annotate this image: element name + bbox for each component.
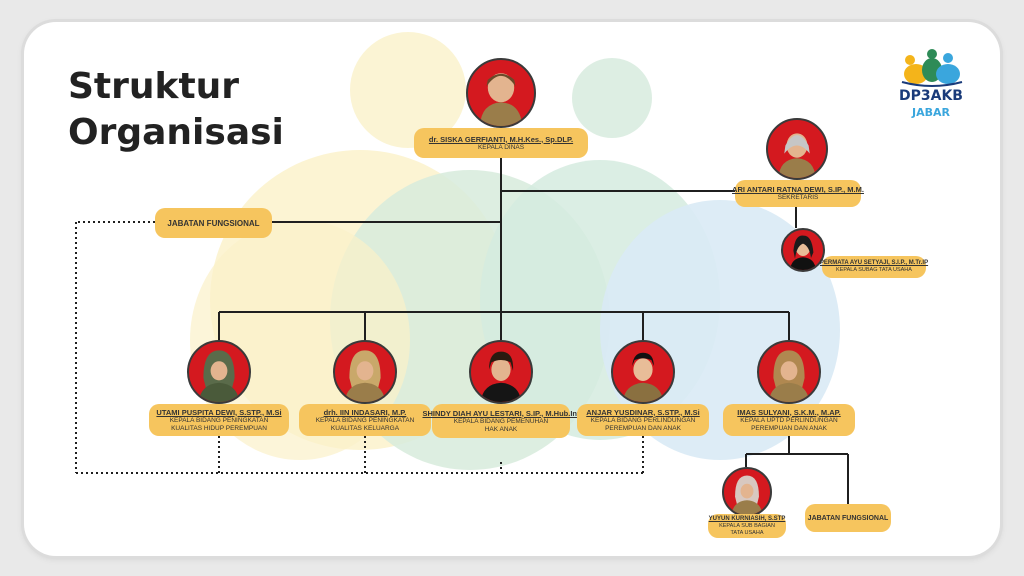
title-line2: Organisasi — [68, 112, 284, 153]
division-name: UTAMI PUSPITA DEWI, S.STP., M.Si — [156, 407, 282, 417]
functional-label: JABATAN FUNGSIONAL — [167, 218, 260, 228]
division-card: drh. IIN INDASARI, M.P. KEPALA BIDANG PE… — [299, 404, 431, 436]
division-photo — [757, 340, 821, 404]
head-card: dr. SISKA GERFIANTI, M.H.Kes., Sp.DLP. K… — [414, 128, 588, 158]
secretary-name: ARI ANTARI RATNA DEWI, S.IP., M.M. — [732, 185, 864, 194]
head-photo — [466, 58, 536, 128]
division-name: drh. IIN INDASARI, M.P. — [323, 407, 407, 417]
division-role: KEPALA BIDANG PERLINDUNGAN PEREMPUAN DAN… — [590, 416, 696, 432]
admin-photo — [781, 228, 825, 272]
division-card: ANJAR YUSDINAR, S.STP., M.Si KEPALA BIDA… — [577, 404, 709, 436]
division-card: UTAMI PUSPITA DEWI, S.STP., M.Si KEPALA … — [149, 404, 289, 436]
division-name: ANJAR YUSDINAR, S.STP., M.Si — [586, 407, 700, 417]
admin-card: PERMATA AYU SETYAJI, S.I.P., M.Tr.IP KEP… — [819, 256, 929, 278]
division-photo — [611, 340, 675, 404]
division-card: SHINDY DIAH AYU LESTARI, S.IP., M.Hub.In… — [423, 404, 579, 438]
title-line1: Struktur — [68, 66, 240, 107]
division-role: KEPALA BIDANG PEMENUHAN HAK ANAK — [453, 417, 549, 433]
secretary-photo — [766, 118, 828, 180]
admin-role: KEPALA SUBAG TATA USAHA — [836, 267, 912, 274]
uptd-admin-role: KEPALA SUB BAGIAN TATA USAHA — [719, 523, 775, 536]
division-role: KEPALA UPTD PERLINDUNGAN PEREMPUAN DAN A… — [740, 416, 838, 432]
division-photo — [469, 340, 533, 404]
division-name: SHINDY DIAH AYU LESTARI, S.IP., M.Hub.In… — [422, 408, 580, 418]
page-title: Struktur Organisasi — [68, 64, 284, 156]
division-role: KEPALA BIDANG PENINGKATAN KUALITAS HIDUP… — [169, 416, 269, 432]
uptd-admin-card: YUYUN KURNIASIH, S.STP KEPALA SUB BAGIAN… — [708, 514, 786, 538]
uptd-functional-card: JABATAN FUNGSIONAL — [805, 504, 891, 532]
admin-name: PERMATA AYU SETYAJI, S.I.P., M.Tr.IP — [819, 260, 929, 267]
division-photo — [187, 340, 251, 404]
division-card: IMAS SULYANI, S.K.M., M.AP. KEPALA UPTD … — [723, 404, 855, 436]
uptd-admin-photo — [722, 467, 772, 517]
functional-card: JABATAN FUNGSIONAL — [155, 208, 272, 238]
uptd-admin-name: YUYUN KURNIASIH, S.STP — [708, 516, 786, 522]
logo-name: DP3AKB — [899, 88, 963, 104]
secretary-card: ARI ANTARI RATNA DEWI, S.IP., M.M. SEKRE… — [732, 180, 864, 207]
dp3akb-logo: DP3AKB JABAR — [892, 44, 972, 124]
division-name: IMAS SULYANI, S.K.M., M.AP. — [737, 407, 841, 417]
secretary-role: SEKRETARIS — [777, 194, 819, 201]
head-name: dr. SISKA GERFIANTI, M.H.Kes., Sp.DLP. — [428, 134, 574, 144]
division-role: KEPALA BIDANG PENINGKATAN KUALITAS KELUA… — [315, 416, 415, 432]
logo-mark-icon — [901, 49, 963, 87]
uptd-functional-label: JABATAN FUNGSIONAL — [807, 514, 889, 522]
head-role: KEPALA DINAS — [477, 143, 525, 151]
logo-region: JABAR — [912, 106, 950, 119]
division-photo — [333, 340, 397, 404]
